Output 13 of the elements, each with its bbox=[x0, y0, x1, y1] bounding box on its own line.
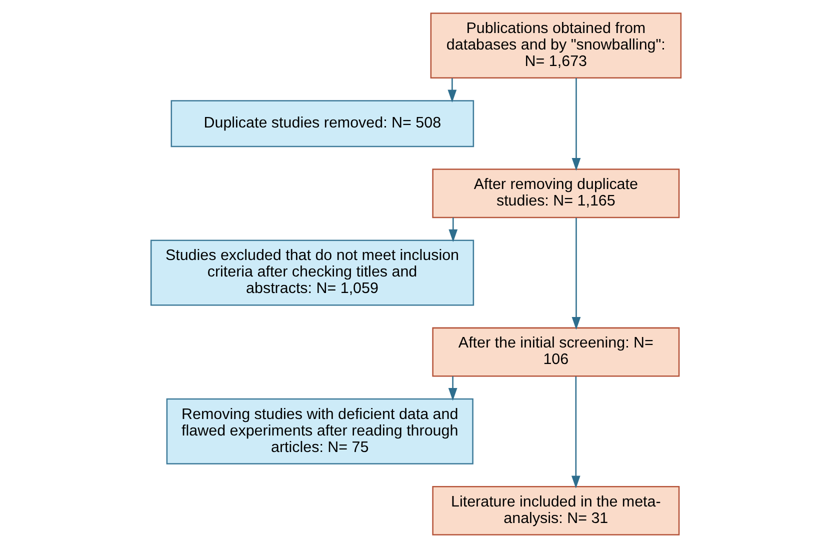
arrow bbox=[571, 376, 580, 488]
arrow bbox=[448, 78, 457, 102]
node-box: After removing duplicate studies: N= 1,165 bbox=[432, 168, 680, 218]
node-box: Duplicate studies removed: N= 508 bbox=[170, 100, 474, 148]
node-box: Publications obtained from databases and by "snowballing": N= 1,673 bbox=[430, 12, 682, 79]
node-box: After the initial screening: N= 106 bbox=[432, 327, 680, 377]
node-box: Literature included in the meta-analysis: N= 31 bbox=[432, 486, 680, 536]
node-box: Removing studies with deficient data and flawed experiments after reading through articles: N= 75 bbox=[166, 398, 474, 464]
arrow bbox=[572, 78, 581, 171]
arrow bbox=[572, 218, 581, 330]
arrow bbox=[448, 218, 458, 242]
node-box: Studies excluded that do not meet inclusion criteria after checking titles and abstracts: N= 1,059 bbox=[150, 240, 474, 306]
arrow bbox=[448, 376, 458, 401]
